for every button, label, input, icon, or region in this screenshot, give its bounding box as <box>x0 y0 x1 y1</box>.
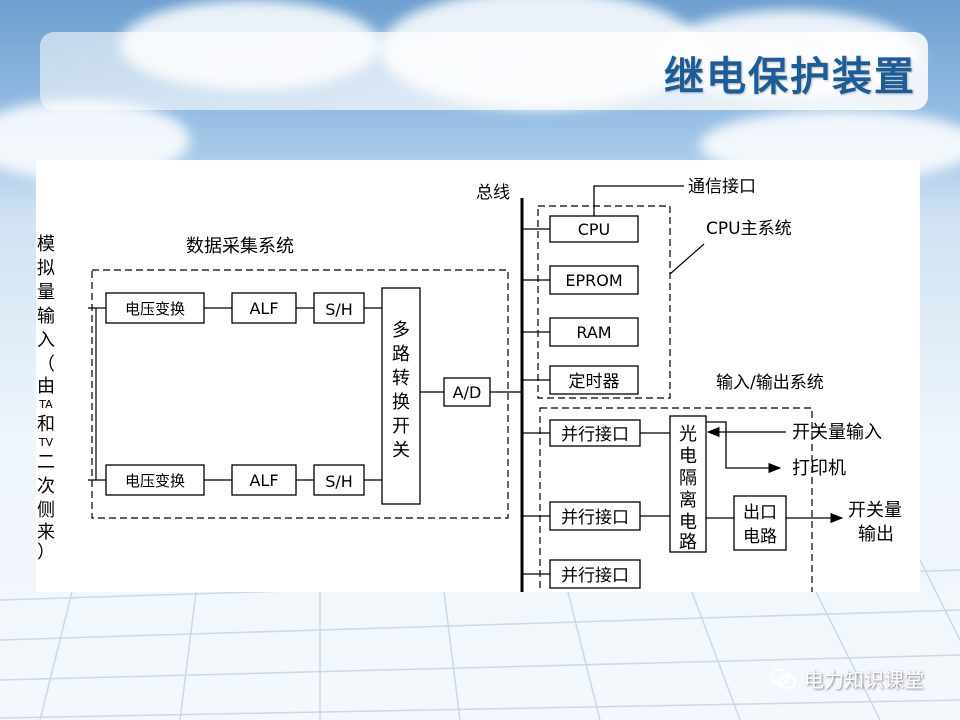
ad-text: A/D <box>453 383 482 402</box>
relay-protection-diagram: 模 拟 量 输 入 （ 由 TA 和 TV 二 次 侧 来 ） 数据采集系统 电… <box>36 160 920 601</box>
wechat-icon <box>770 668 796 689</box>
ram-box <box>549 317 639 347</box>
label-char: 和 <box>37 414 55 435</box>
multiplexer-box <box>381 287 421 505</box>
mux-char: 多 <box>392 320 410 341</box>
comm-interface-label: 通信接口 <box>688 177 756 197</box>
label-char: 二 <box>37 452 55 473</box>
isolation-char: 电 <box>679 446 697 467</box>
block-diagram-svg: 模 拟 量 输 入 （ 由 TA 和 TV 二 次 侧 来 ） 数据采集系统 电… <box>37 177 902 601</box>
isolation-char: 路 <box>679 532 697 553</box>
sh-text: S/H <box>325 300 353 319</box>
mux-char: 路 <box>392 344 410 365</box>
watermark-text: 电力知识课堂 <box>804 668 924 692</box>
label-char: 输 <box>37 306 55 327</box>
data-acquisition-box <box>91 269 509 519</box>
eprom-box <box>549 265 639 295</box>
mux-char: 开 <box>392 416 410 437</box>
isolation-char: 离 <box>679 490 697 511</box>
label-char: 量 <box>37 282 55 303</box>
voltage-convert-text: 电压变换 <box>125 472 185 490</box>
alf-text: ALF <box>249 299 278 318</box>
bus-label: 总线 <box>476 183 510 203</box>
label-char: ） <box>37 542 55 563</box>
slide-title: 继电保护装置 <box>664 54 916 100</box>
switch-output-line: 输出 <box>858 524 894 545</box>
voltage-convert-box-1 <box>105 292 205 324</box>
isolation-char: 电 <box>679 512 697 533</box>
label-char: 模 <box>37 234 55 255</box>
label-char: 次 <box>37 476 55 497</box>
switch-output-line: 开关量 <box>848 500 902 521</box>
label-char: 入 <box>37 330 55 351</box>
alf-box-2 <box>231 464 297 496</box>
sh-text: S/H <box>325 472 353 491</box>
voltage-convert-text: 电压变换 <box>125 300 185 318</box>
parallel-port-text: 并行接口 <box>561 566 629 586</box>
cpu-box <box>549 215 639 243</box>
watermark: 电力知识课堂 <box>770 664 924 693</box>
optical-isolation-box <box>669 415 707 553</box>
switch-input-label: 开关量输入 <box>792 422 882 443</box>
mux-char: 关 <box>392 440 410 461</box>
cpu-system-label: CPU主系统 <box>706 219 792 239</box>
alf-text: ALF <box>249 471 278 490</box>
analog-input-label: 模 拟 量 输 入 （ 由 TA 和 TV 二 次 侧 来 ） <box>37 234 55 563</box>
title-bar <box>40 32 928 110</box>
alf-box-1 <box>231 292 297 324</box>
label-char: TA <box>38 398 53 411</box>
mux-char: 换 <box>392 392 410 413</box>
parallel-port-text: 并行接口 <box>561 508 629 528</box>
data-acquisition-label: 数据采集系统 <box>186 236 294 257</box>
output-circuit-box <box>733 495 787 551</box>
output-circuit-line: 电路 <box>743 527 777 547</box>
cpu-text: CPU <box>578 220 611 239</box>
mux-char: 转 <box>392 368 410 389</box>
timer-text: 定时器 <box>569 372 620 392</box>
io-system-label: 输入/输出系统 <box>716 373 824 393</box>
label-char: 来 <box>37 522 55 543</box>
printer-label: 打印机 <box>792 458 846 479</box>
isolation-char: 隔 <box>679 468 697 489</box>
eprom-text: EPROM <box>565 271 622 290</box>
parallel-port-text: 并行接口 <box>561 425 629 445</box>
label-char: 由 <box>37 376 55 397</box>
label-char: （ <box>37 354 55 375</box>
sh-box-1 <box>313 292 365 324</box>
cpu-system-box <box>537 205 671 399</box>
sh-box-2 <box>313 464 365 496</box>
ram-text: RAM <box>576 323 611 342</box>
label-char: 侧 <box>37 500 55 521</box>
output-circuit-line: 出口 <box>743 503 777 523</box>
voltage-convert-box-2 <box>105 464 205 496</box>
label-char: TV <box>38 436 54 449</box>
isolation-char: 光 <box>679 424 697 445</box>
label-char: 拟 <box>37 258 55 279</box>
